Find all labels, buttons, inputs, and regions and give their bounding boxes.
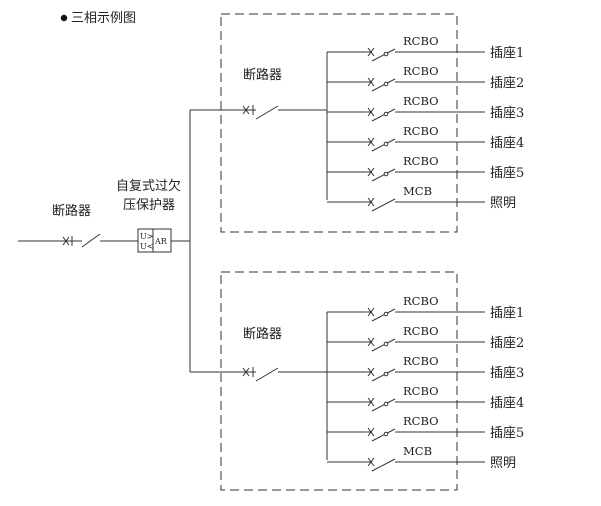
branch-device-label: RCBO (403, 94, 439, 108)
rcd-contact-icon (383, 171, 389, 177)
branch-load-label: 插座1 (490, 46, 524, 61)
distribution-panel-2: 断路器 RCBO插座1RCBO插座2RCBO插座3RCBO插座4RCBO插座5M… (190, 271, 524, 491)
rcd-contact-icon (383, 81, 389, 87)
rcd-contact-icon (383, 311, 389, 317)
panel-2-breaker (190, 367, 327, 382)
branch-load-label: 插座4 (490, 396, 524, 411)
branch-circuit: RCBO 插座5 (327, 414, 524, 442)
branch-load-label: 插座4 (490, 136, 524, 151)
branch-circuit: RCBO 插座4 (327, 384, 524, 412)
branch-device-label: RCBO (403, 384, 439, 398)
branch-load-label: 插座5 (490, 166, 524, 181)
feeder-bus (171, 110, 191, 372)
branch-circuit: RCBO 插座5 (327, 154, 524, 182)
rcd-contact-icon (383, 111, 389, 117)
branch-circuit: RCBO 插座3 (327, 94, 524, 122)
branch-circuit: RCBO 插座2 (327, 64, 524, 92)
branch-load-label: 照明 (490, 196, 516, 211)
title-bullet-icon (60, 14, 68, 22)
branch-load-label: 照明 (490, 456, 516, 471)
branch-circuit: MCB 照明 (327, 444, 516, 472)
branch-device-label: RCBO (403, 354, 439, 368)
panel-2-boundary (220, 271, 458, 491)
branch-device-label: MCB (403, 184, 432, 198)
branch-load-label: 插座5 (490, 426, 524, 441)
main-breaker (18, 233, 138, 248)
rcd-contact-icon (383, 51, 389, 57)
branch-device-label: RCBO (403, 324, 439, 338)
panel-1-boundary (220, 13, 458, 233)
branch-circuit: MCB 照明 (327, 184, 516, 212)
branch-circuit: RCBO 插座4 (327, 124, 524, 152)
overvoltage-protector-box: U> U< AR (137, 228, 172, 253)
branch-load-label: 插座3 (490, 366, 524, 381)
branch-load-label: 插座2 (490, 76, 524, 91)
branch-load-label: 插座1 (490, 306, 524, 321)
branch-load-label: 插座2 (490, 336, 524, 351)
branch-circuit: RCBO 插座1 (327, 34, 524, 62)
branch-device-label: RCBO (403, 414, 439, 428)
branch-circuit: RCBO 插座1 (327, 294, 524, 322)
branch-circuit: RCBO 插座3 (327, 354, 524, 382)
branch-circuit: RCBO 插座2 (327, 324, 524, 352)
panel-1-breaker (190, 105, 327, 120)
protector-symbol-ar: AR (154, 237, 168, 246)
branch-device-label: RCBO (403, 124, 439, 138)
diagram-title: 三相示例图 (71, 11, 136, 26)
rcd-contact-icon (383, 141, 389, 147)
branch-device-label: RCBO (403, 34, 439, 48)
rcd-contact-icon (383, 401, 389, 407)
protector-symbol-uover: U> (140, 232, 153, 241)
rcd-contact-icon (383, 341, 389, 347)
protector-symbol-uunder: U< (140, 242, 153, 251)
panel-2-breaker-label: 断路器 (243, 326, 282, 342)
branch-device-label: RCBO (403, 294, 439, 308)
rcd-contact-icon (383, 371, 389, 377)
protector-label-line2: 压保护器 (123, 198, 175, 213)
branch-device-label: RCBO (403, 64, 439, 78)
rcd-contact-icon (383, 431, 389, 437)
distribution-panel-1: 断路器 RCBO插座1RCBO插座2RCBO插座3RCBO插座4RCBO插座5M… (190, 13, 524, 233)
branch-device-label: MCB (403, 444, 432, 458)
panel-1-breaker-label: 断路器 (243, 67, 282, 83)
branch-device-label: RCBO (403, 154, 439, 168)
main-breaker-label: 断路器 (52, 203, 91, 219)
branch-load-label: 插座3 (490, 106, 524, 121)
protector-label-line1: 自复式过欠 (116, 178, 181, 194)
